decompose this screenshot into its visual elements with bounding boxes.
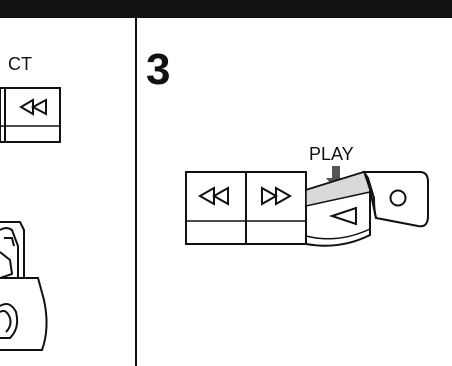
fast-forward-button xyxy=(261,186,293,206)
device-detail-line xyxy=(4,237,15,247)
play-button-bottom-edge xyxy=(305,228,371,240)
device-grip-inner xyxy=(0,309,12,333)
rewind-button xyxy=(197,186,229,206)
play-label: PLAY xyxy=(309,144,354,164)
device-cassette-window xyxy=(0,251,14,279)
circle-button-body xyxy=(362,171,429,228)
circle-button xyxy=(362,171,429,228)
device-top-edge xyxy=(0,221,25,278)
left-button-strip xyxy=(0,87,61,143)
step-number: 3 xyxy=(146,45,170,94)
cassette-button-panel xyxy=(185,170,429,247)
circle-button-icon xyxy=(389,189,407,207)
rewind-icon xyxy=(19,98,47,116)
device-body xyxy=(0,277,48,351)
device-illustration-left xyxy=(0,221,48,351)
right-panel: 3 PLAY xyxy=(146,45,429,247)
play-icon xyxy=(328,206,357,226)
device-cassette-outline xyxy=(0,227,19,278)
rewind-icon xyxy=(197,186,229,206)
device-hand-grip xyxy=(0,303,19,339)
left-panel: CT xyxy=(0,54,61,351)
left-panel-label: CT xyxy=(8,54,32,74)
circle-button-side xyxy=(369,189,377,219)
fast-forward-icon xyxy=(261,186,293,206)
play-button xyxy=(305,170,371,247)
top-border-bar xyxy=(0,0,452,18)
left-button-strip-frame xyxy=(0,87,61,143)
